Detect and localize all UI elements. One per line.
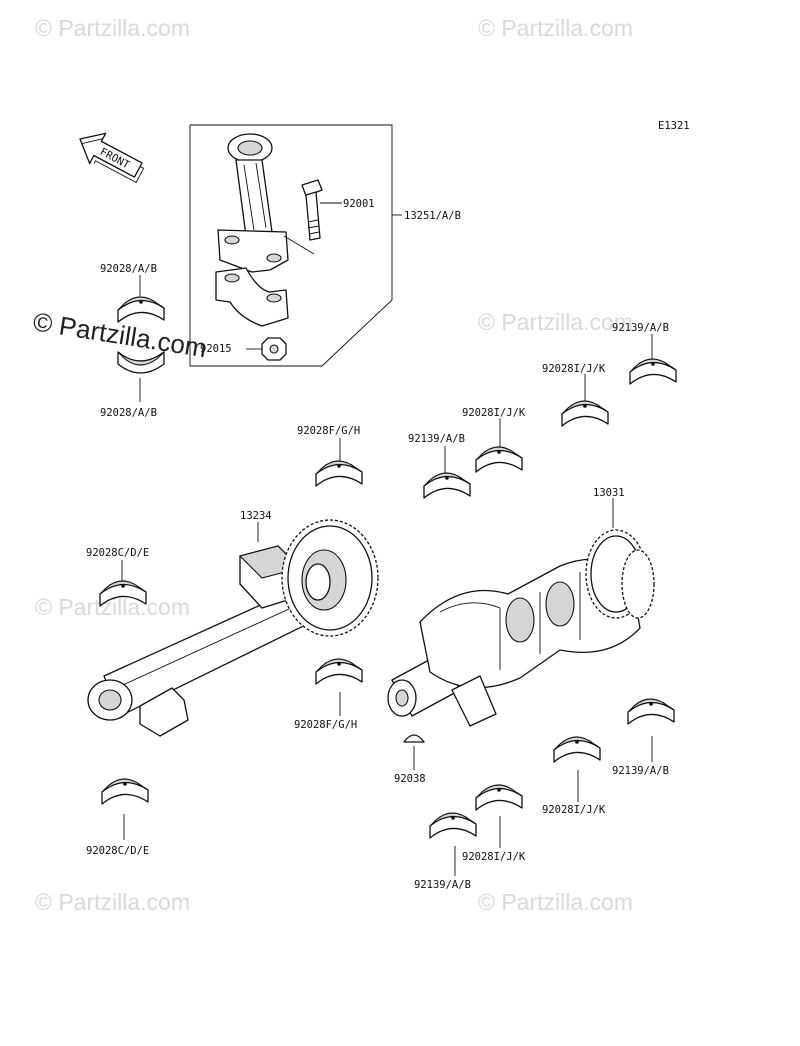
bearing-shell-icon: [627, 698, 675, 725]
gear-icon: [281, 519, 379, 637]
watermark: © Partzilla.com: [478, 15, 633, 41]
part-label: 92038: [394, 773, 426, 785]
watermark: © Partzilla.com: [478, 309, 633, 335]
bearing-shell-icon: [315, 460, 363, 487]
watermark: © Partzilla.com: [478, 889, 633, 915]
woodruff-key-icon: [403, 734, 425, 743]
bearing-shell-icon: [475, 446, 523, 473]
front-arrow-icon: FRONT: [79, 132, 145, 184]
part-label: 13251/A/B: [404, 210, 461, 222]
leader-lines: [121, 202, 653, 876]
nut-icon: [261, 337, 287, 361]
balancer-shaft-icon: [87, 519, 379, 737]
part-label: 92139/A/B: [408, 433, 465, 445]
part-label: 92028/A/B: [100, 407, 157, 419]
part-label: 92028I/J/K: [542, 363, 606, 375]
watermark: © Partzilla.com: [35, 15, 190, 41]
bearing-shell-icon: [315, 658, 363, 685]
watermark: © Partzilla.com: [35, 889, 190, 915]
bearing-shell-icon: [101, 778, 149, 805]
part-label: 92028I/J/K: [542, 804, 606, 816]
part-label: 92139/A/B: [612, 765, 669, 777]
part-label: 92015: [200, 343, 232, 355]
part-label: 92028C/D/E: [86, 845, 149, 857]
part-label: 92028I/J/K: [462, 851, 526, 863]
part-label: 92028F/G/H: [297, 425, 360, 437]
crankshaft-icon: [387, 529, 655, 727]
bolt-icon: [301, 179, 323, 241]
part-label: 13031: [593, 487, 625, 499]
connecting-rod-assembly: [189, 124, 393, 367]
bearing-shells: [99, 296, 677, 839]
bearing-shell-icon: [553, 736, 601, 763]
part-label: 92139/A/B: [414, 879, 471, 891]
bearing-shell-icon: [429, 812, 477, 839]
bearing-shell-icon: [475, 784, 523, 811]
leader-line: [283, 235, 315, 255]
sprocket-icon: [585, 529, 655, 619]
bearing-shell-icon: [561, 400, 609, 427]
bearing-shell-icon: [629, 358, 677, 385]
bearing-shell-icon: [423, 472, 471, 499]
part-labels: 92001 13251/A/B 92015 92028/A/B 92028/A/…: [86, 198, 669, 891]
bearing-shell-icon: [117, 296, 165, 323]
part-label: 92028F/G/H: [294, 719, 357, 731]
part-label: 13234: [240, 510, 272, 522]
part-label: 92028I/J/K: [462, 407, 526, 419]
part-label: 92028C/D/E: [86, 547, 149, 559]
part-label: 92139/A/B: [612, 322, 669, 334]
connecting-rod-icon: [215, 133, 289, 327]
part-label: 92001: [343, 198, 375, 210]
diagram-code: E1321: [658, 120, 690, 132]
part-label: 92028/A/B: [100, 263, 157, 275]
